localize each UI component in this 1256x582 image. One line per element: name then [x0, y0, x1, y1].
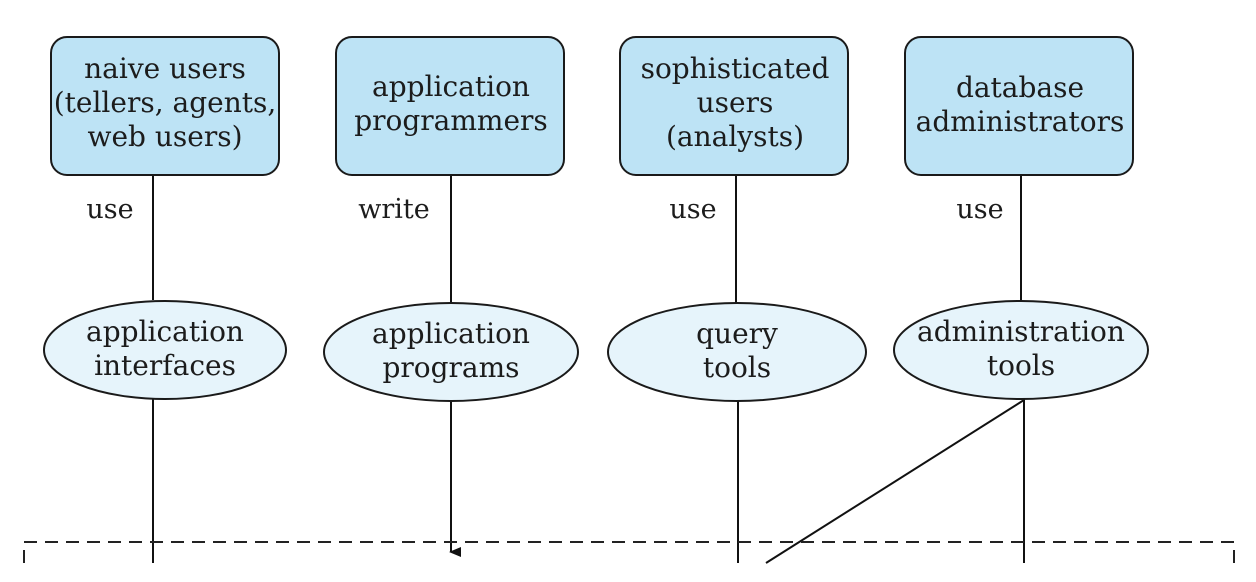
- system-boundary-dashed: [23, 541, 1235, 563]
- user-sophisticated-line-3: (analysts): [666, 120, 804, 153]
- tool-app-programs: application programs: [323, 302, 579, 402]
- verb-programmers: write: [358, 194, 429, 225]
- user-box-programmers: application programmers: [335, 36, 565, 176]
- tool-app-interfaces-line-2: interfaces: [94, 349, 236, 382]
- tool-admin-tools-line-1: administration: [917, 315, 1125, 348]
- user-box-dba: database administrators: [904, 36, 1134, 176]
- user-programmers-line-1: application: [372, 70, 530, 103]
- verb-sophisticated: use: [669, 194, 716, 225]
- user-box-sophisticated: sophisticated users (analysts): [619, 36, 849, 176]
- user-naive-line-2: (tellers, agents,: [54, 86, 277, 119]
- tool-app-interfaces-line-1: application: [86, 315, 244, 348]
- verb-dba: use: [956, 194, 1003, 225]
- user-sophisticated-line-1: sophisticated: [641, 52, 830, 85]
- connector-admin-diagonal: [765, 399, 1025, 564]
- tool-query-tools-line-1: query: [696, 317, 778, 350]
- user-sophisticated-line-2: users: [697, 86, 774, 119]
- verb-naive: use: [86, 194, 133, 225]
- tool-query-tools-line-2: tools: [703, 351, 771, 384]
- tool-admin-tools-line-2: tools: [987, 349, 1055, 382]
- tool-admin-tools: administration tools: [893, 300, 1149, 400]
- tool-app-programs-line-1: application: [372, 317, 530, 350]
- user-naive-line-1: naive users: [84, 52, 246, 85]
- tool-query-tools: query tools: [607, 302, 867, 402]
- user-box-naive: naive users (tellers, agents, web users): [50, 36, 280, 176]
- user-naive-line-3: web users): [87, 120, 242, 153]
- tool-app-programs-line-2: programs: [382, 351, 519, 384]
- user-dba-line-2: administrators: [916, 105, 1125, 138]
- user-dba-line-1: database: [956, 71, 1084, 104]
- tool-app-interfaces: application interfaces: [43, 300, 287, 400]
- user-programmers-line-2: programmers: [354, 104, 548, 137]
